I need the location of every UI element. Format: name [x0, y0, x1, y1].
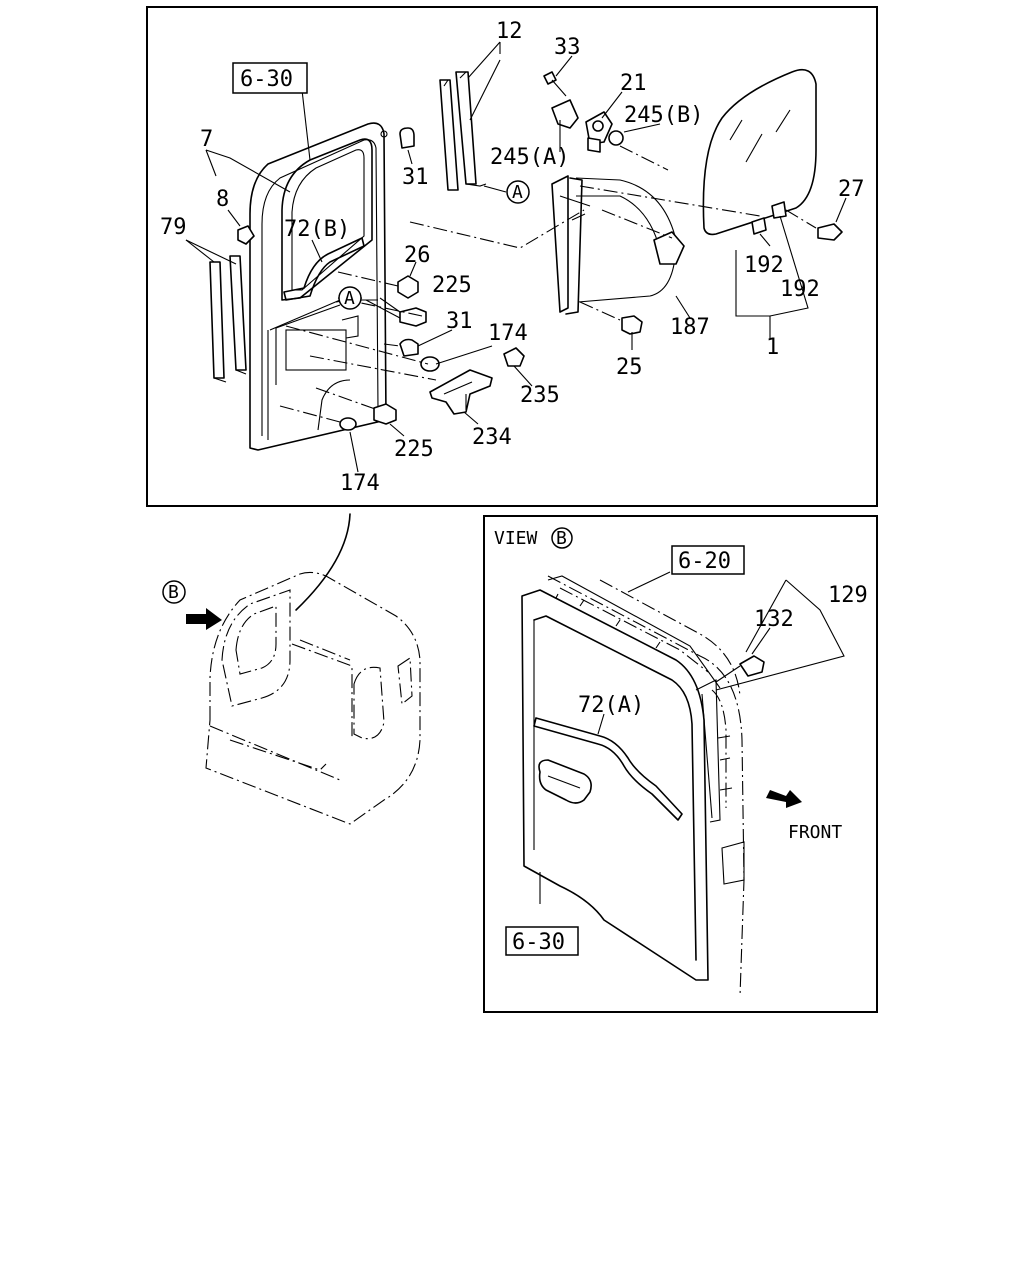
arrow-b: B: [162, 580, 222, 630]
ref-6-20: 6-20: [678, 549, 731, 574]
view-b-marker-label: B: [556, 528, 567, 549]
callout-21: 21: [620, 71, 647, 96]
view-label: VIEW: [494, 528, 538, 549]
callout-235: 235: [520, 383, 560, 408]
callout-132: 132: [754, 607, 794, 632]
view-b-panel: [483, 515, 878, 1013]
callout-225-lower: 225: [394, 437, 434, 462]
bolt-25: [621, 315, 643, 335]
callout-8: 8: [216, 187, 229, 212]
callout-72a: 72(A): [578, 693, 644, 718]
bracket-234: [429, 369, 493, 415]
callout-192-left: 192: [744, 253, 784, 278]
view-b-marker: B: [551, 527, 573, 549]
callout-33: 33: [554, 35, 581, 60]
callout-72b: 72(B): [284, 217, 350, 242]
clip-192-a: [751, 217, 767, 235]
window-regulator-187: [551, 175, 685, 315]
ref-box-6-30-top: [232, 62, 308, 94]
bolt-31-top: [399, 127, 415, 149]
callout-187: 187: [670, 315, 710, 340]
ref-6-30-top: 6-30: [240, 67, 293, 92]
callout-1: 1: [766, 335, 779, 360]
nut-245b: [608, 130, 624, 146]
callout-192-right: 192: [780, 277, 820, 302]
callout-174-upper: 174: [488, 321, 528, 346]
door-glass: [702, 68, 817, 236]
leader-lines-view-b: [539, 571, 845, 904]
callout-25: 25: [616, 355, 643, 380]
marker-b-label: B: [168, 582, 179, 603]
exploded-view-panel: [146, 6, 878, 507]
marker-a-lower-label: A: [344, 288, 355, 309]
weatherstrip-72b: [283, 237, 365, 301]
callout-234: 234: [472, 425, 512, 450]
marker-a-lower: A: [338, 286, 362, 310]
bolt-225-lower: [373, 403, 397, 425]
cab-overview: [205, 513, 421, 825]
callout-31-top: 31: [402, 165, 429, 190]
ref-box-6-20: [671, 545, 745, 575]
callout-79: 79: [160, 215, 187, 240]
callout-225-upper: 225: [432, 273, 472, 298]
bracket-245a: [551, 99, 579, 129]
plug-174-upper: [420, 356, 440, 372]
callout-245b: 245(B): [624, 103, 703, 128]
channel-79: [209, 255, 247, 383]
door-frame: [249, 122, 388, 451]
callout-129: 129: [828, 583, 868, 608]
callout-7: 7: [200, 127, 213, 152]
ref-6-30-bottom: 6-30: [512, 930, 565, 955]
door-inner-view: [521, 575, 745, 997]
callout-31-mid: 31: [446, 309, 473, 334]
motor-21: [585, 111, 613, 153]
glass-run-channel-12: [439, 71, 487, 191]
plug-174-lower: [339, 417, 357, 431]
clip-192-b: [771, 201, 787, 219]
door-handle-pocket: [538, 759, 592, 804]
callout-27: 27: [838, 177, 865, 202]
callout-174-lower: 174: [340, 471, 380, 496]
bolt-235: [503, 347, 525, 367]
switch-132: [715, 655, 765, 683]
callout-12: 12: [496, 19, 523, 44]
front-arrow: [766, 790, 802, 808]
clip-8: [237, 225, 255, 245]
screw-33: [543, 71, 567, 97]
bolt-225-upper: [399, 307, 427, 327]
weatherstrip-72a: [533, 717, 683, 821]
bolt-27: [817, 223, 843, 241]
callout-245a: 245(A): [490, 145, 569, 170]
callout-26: 26: [404, 243, 431, 268]
bolt-31-mid: [399, 338, 419, 357]
nut-26: [397, 275, 419, 299]
marker-a-upper-label: A: [512, 182, 523, 203]
marker-a-upper: A: [506, 180, 530, 204]
ref-box-6-30-bottom: [505, 926, 579, 956]
front-label: FRONT: [788, 822, 842, 843]
